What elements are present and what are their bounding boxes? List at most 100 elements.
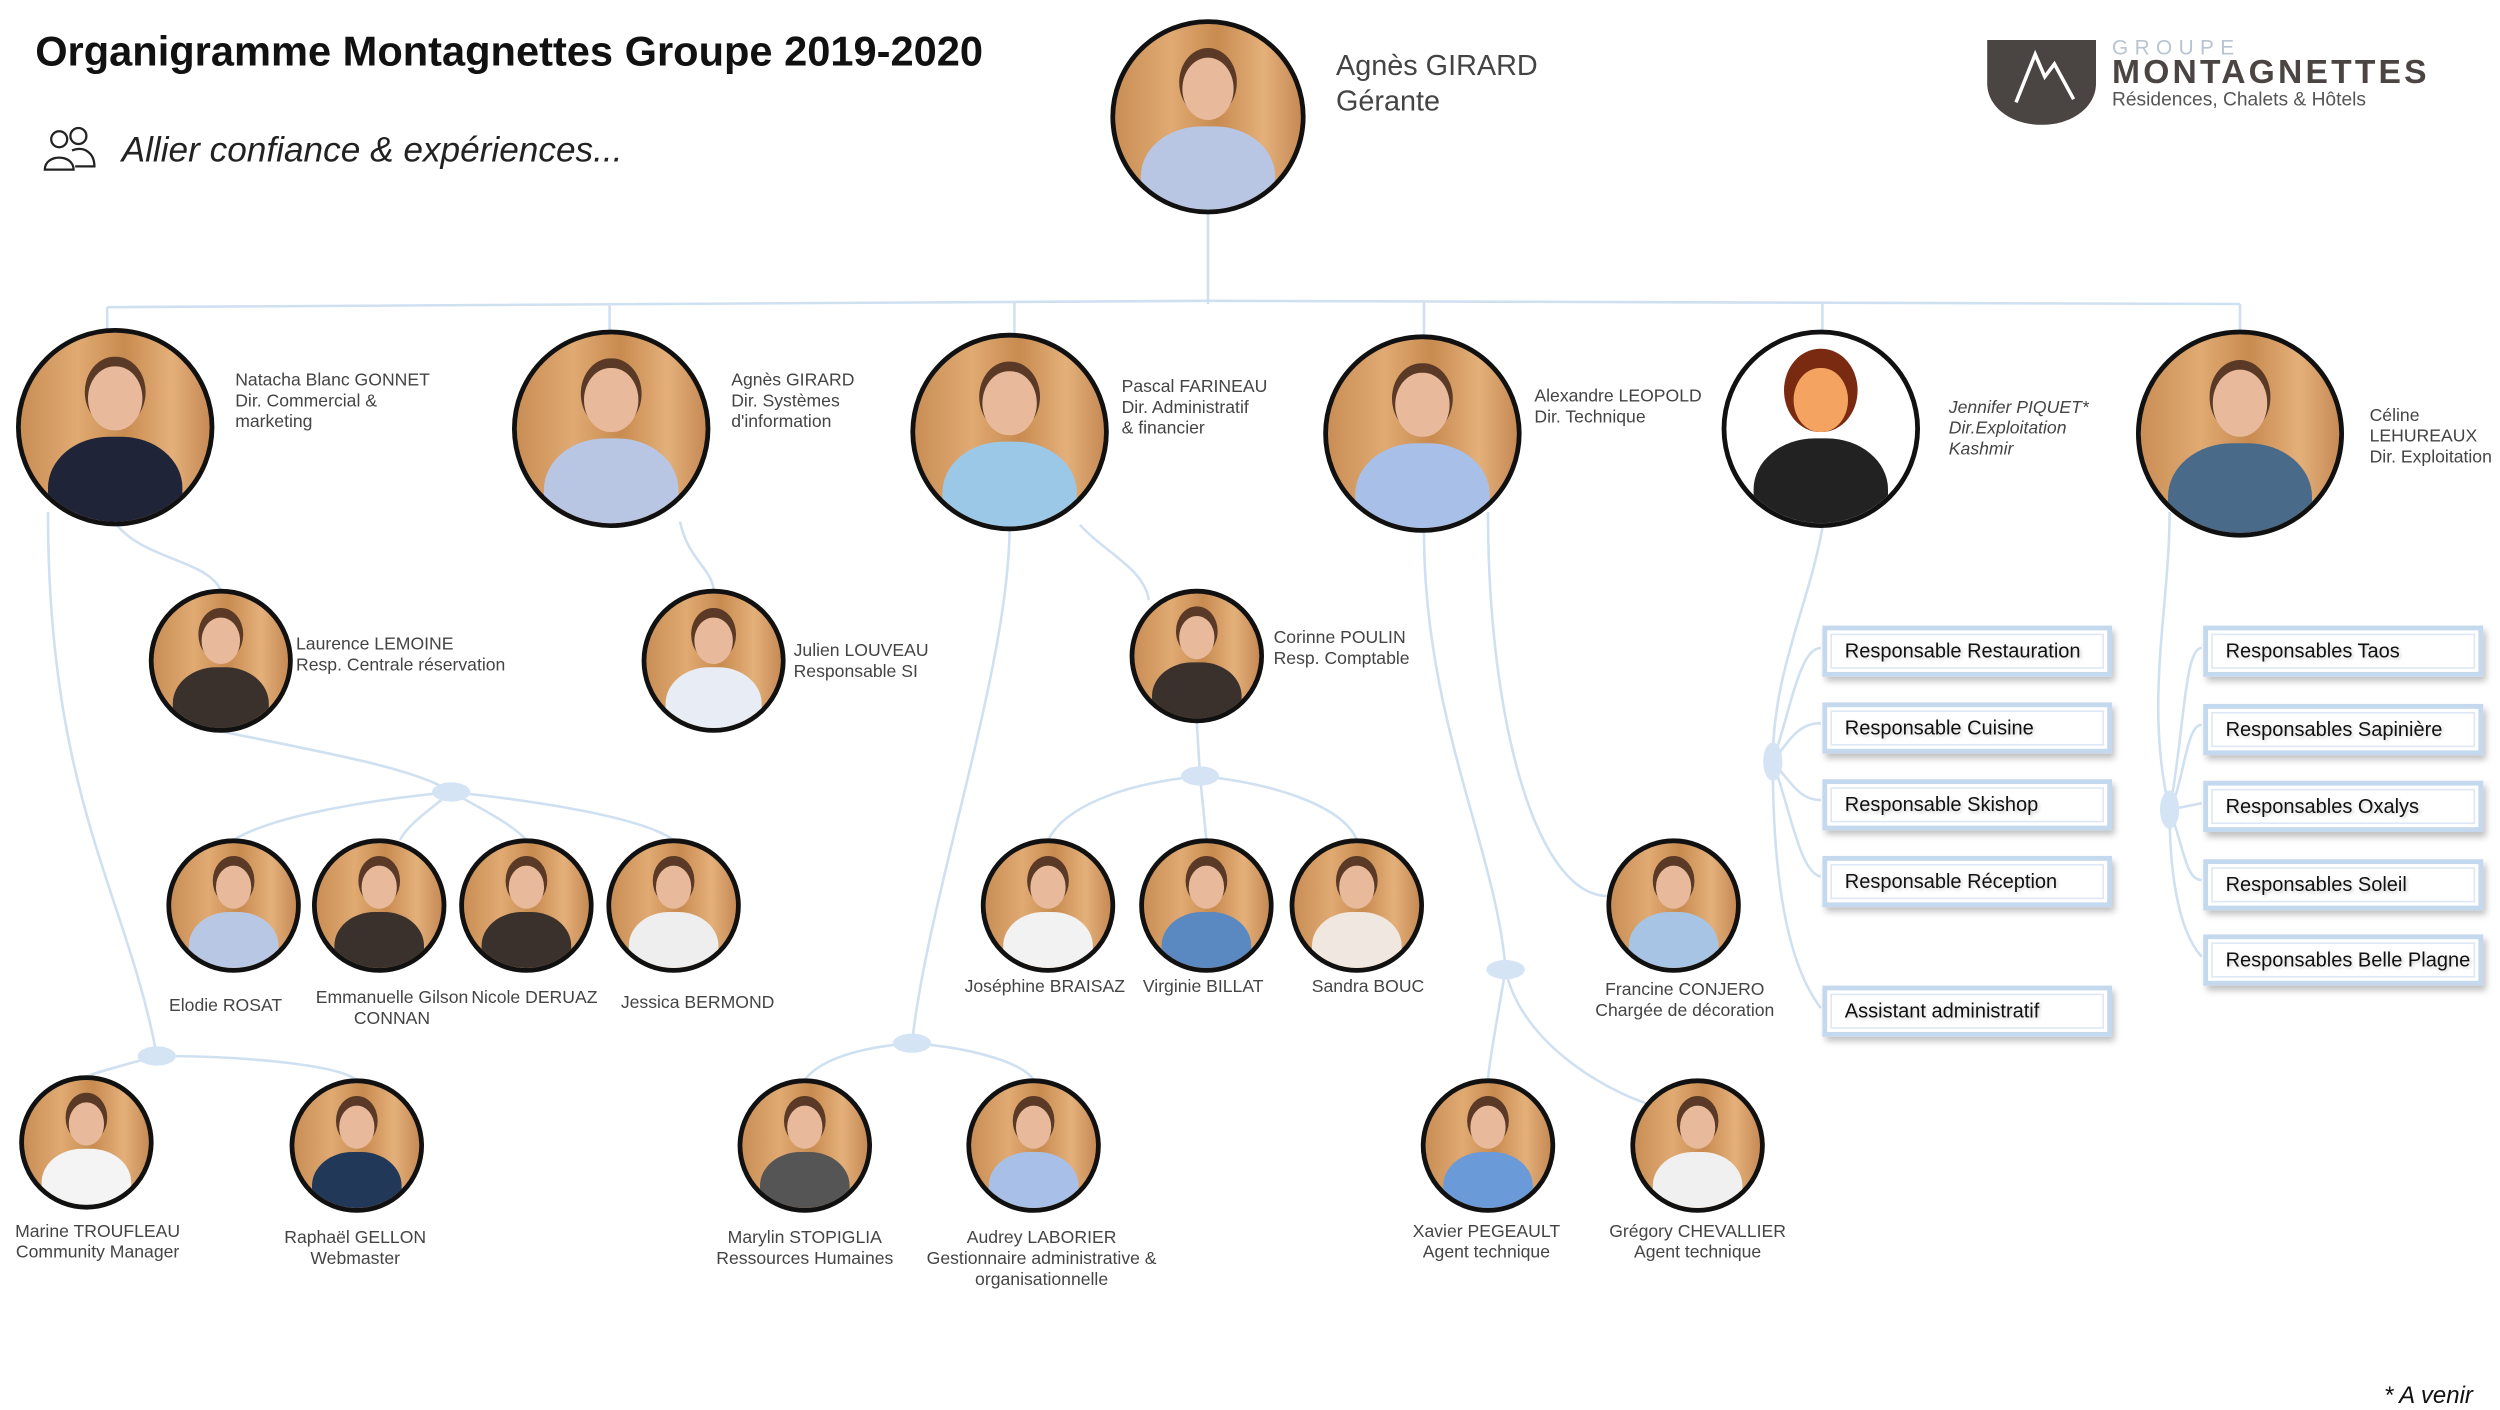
- person-role: Dir. Commercial &: [235, 392, 377, 412]
- person-photo: [980, 838, 1116, 973]
- company-logo: GROUPE MONTAGNETTES Résidences, Chalets …: [1984, 35, 2480, 131]
- position-box: Responsable Réception: [1822, 856, 2112, 908]
- footnote: * A venir: [2384, 1382, 2473, 1410]
- person-photo: [19, 1075, 154, 1210]
- person-role: organisationnelle: [975, 1270, 1109, 1290]
- person-photo: [289, 1078, 424, 1213]
- person-role: Responsable SI: [793, 662, 918, 682]
- logo-brand: MONTAGNETTES: [2112, 54, 2430, 92]
- person-label: Virginie BILLAT: [1143, 978, 1264, 999]
- position-box: Responsables Oxalys: [2203, 780, 2484, 832]
- ceo-name: Agnès GIRARD: [1336, 49, 1538, 82]
- position-box: Responsable Cuisine: [1822, 702, 2112, 754]
- avatar-placeholder-photo: [1721, 329, 1920, 528]
- person-name: Elodie ROSAT: [169, 996, 283, 1016]
- person-role: Webmaster: [310, 1249, 401, 1269]
- position-box: Responsables Soleil: [2203, 859, 2484, 911]
- person-photo: [148, 588, 293, 733]
- person-name: Jennifer PIQUET*: [1948, 398, 2089, 418]
- person-role: Chargée de décoration: [1595, 1001, 1775, 1021]
- person-photo: [737, 1078, 872, 1213]
- position-box: Responsables Taos: [2203, 625, 2484, 677]
- person-role: marketing: [235, 412, 313, 432]
- person-photo: [641, 588, 786, 733]
- person-photo: [166, 838, 301, 973]
- person-role: LEHUREAUX: [2369, 427, 2478, 447]
- person-label: Sandra BOUC: [1312, 978, 1425, 999]
- person-name: Sandra BOUC: [1311, 977, 1425, 997]
- person-role: Community Manager: [15, 1243, 180, 1263]
- person-role: Dir. Administratif: [1121, 398, 1249, 418]
- person-role: Resp. Centrale réservation: [296, 656, 506, 676]
- logo-subtitle: Résidences, Chalets & Hôtels: [2112, 88, 2366, 111]
- person-role: Kashmir: [1948, 440, 2014, 460]
- person-name: Natacha Blanc GONNET: [235, 371, 430, 391]
- person-name: Nicole DERUAZ: [471, 988, 598, 1008]
- person-role: Resp. Comptable: [1273, 649, 1410, 669]
- person-label: Nicole DERUAZ: [471, 989, 597, 1010]
- person-name: Julien LOUVEAU: [793, 641, 929, 661]
- person-name: Alexandre LEOPOLD: [1534, 387, 1702, 407]
- mountain-logo-icon: [1987, 40, 2096, 125]
- person-photo: [1129, 588, 1264, 724]
- person-name: Agnès GIRARD: [731, 371, 855, 391]
- person-photo: [1139, 838, 1274, 973]
- person-label: Elodie ROSAT: [169, 997, 282, 1018]
- person-name: Jessica BERMOND: [620, 993, 775, 1013]
- logo-group: GROUPE: [2112, 35, 2241, 60]
- person-photo: [910, 332, 1109, 532]
- person-name: Joséphine BRAISAZ: [964, 977, 1126, 997]
- person-role: CONNAN: [353, 1009, 431, 1029]
- position-box: Responsable Skishop: [1822, 779, 2112, 831]
- person-role: Dir. Systèmes: [731, 392, 840, 412]
- person-photo: [1420, 1078, 1556, 1213]
- position-box: Responsables Sapinière: [2203, 704, 2484, 756]
- person-photo: [966, 1078, 1101, 1213]
- person-role: Ressources Humaines: [716, 1249, 894, 1269]
- person-role: Agent technique: [1422, 1243, 1551, 1263]
- person-photo: [1606, 838, 1741, 973]
- person-name: Francine CONJERO: [1605, 980, 1765, 1000]
- person-role: Gestionnaire administrative &: [926, 1249, 1157, 1269]
- person-name: Xavier PEGEAULT: [1412, 1222, 1561, 1242]
- ceo-label: Agnès GIRARD Gérante: [1336, 48, 1538, 118]
- person-label: Jessica BERMOND: [621, 994, 775, 1015]
- page-title: Organigramme Montagnettes Groupe 2019-20…: [35, 27, 984, 76]
- person-name: Laurence LEMOINE: [296, 635, 454, 655]
- person-photo: [1323, 334, 1522, 533]
- person-name: Virginie BILLAT: [1142, 977, 1264, 997]
- ceo-photo: [1110, 19, 1306, 215]
- person-photo: [1630, 1078, 1765, 1213]
- person-name: Corinne POULIN: [1273, 628, 1406, 648]
- person-name: Emmanuelle Gilson: [315, 988, 469, 1008]
- person-photo: [459, 838, 594, 973]
- person-photo: [16, 328, 215, 527]
- person-label: Joséphine BRAISAZ: [965, 978, 1125, 999]
- person-name: Pascal FARINEAU: [1121, 377, 1268, 397]
- person-photo: [1289, 838, 1424, 973]
- people-group-icon: [43, 126, 96, 171]
- person-role: Agent technique: [1633, 1243, 1762, 1263]
- person-name: Marine TROUFLEAU: [15, 1222, 181, 1242]
- person-role: Dir. Exploitation: [2369, 448, 2492, 468]
- ceo-role: Gérante: [1336, 84, 1441, 117]
- person-photo: [512, 329, 711, 528]
